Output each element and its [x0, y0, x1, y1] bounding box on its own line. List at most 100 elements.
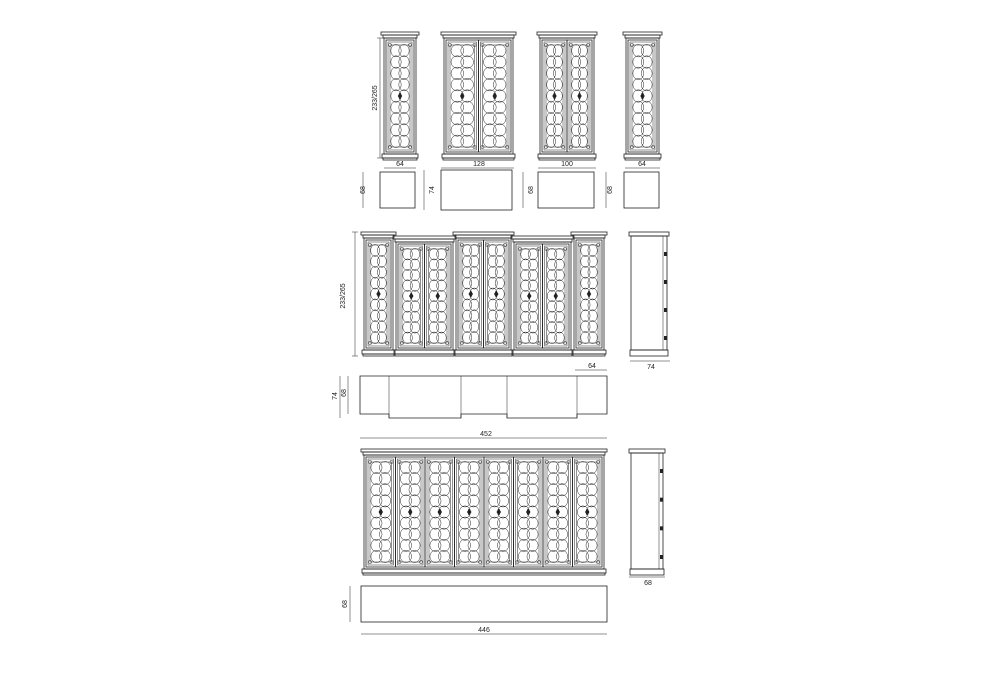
row2-plan-view: 74 68 452 — [332, 375, 608, 439]
lattice-oval — [571, 134, 581, 148]
lattice-oval — [409, 310, 421, 323]
lattice-oval — [370, 461, 383, 474]
plinth — [453, 349, 514, 355]
door-frame — [426, 458, 453, 566]
lattice-oval — [379, 461, 391, 474]
lattice-oval — [460, 112, 474, 126]
corner-rosette — [485, 341, 490, 345]
lattice-oval — [497, 494, 509, 508]
lattice-oval — [487, 255, 498, 268]
lattice-oval — [377, 298, 387, 312]
lattice-oval — [640, 78, 653, 92]
lattice-oval — [459, 461, 471, 474]
lattice-oval — [493, 134, 507, 148]
lattice-oval — [428, 258, 440, 271]
lattice-oval — [450, 134, 464, 148]
door-frame — [544, 245, 568, 347]
corner-rosette — [427, 460, 431, 464]
lattice-oval — [546, 134, 556, 148]
corner-rosette — [477, 341, 482, 345]
handle-ornament — [466, 508, 472, 516]
plinth — [537, 153, 597, 159]
lattice-oval — [640, 134, 653, 148]
lattice-oval — [390, 123, 402, 137]
door-glass — [428, 248, 448, 344]
door-frame — [456, 458, 483, 566]
side-body — [630, 452, 664, 570]
lattice-oval — [467, 516, 480, 530]
corner-rosette — [536, 341, 541, 345]
lattice-oval — [494, 298, 505, 312]
lattice-oval — [554, 269, 565, 282]
lattice-oval — [553, 66, 563, 80]
crown-top — [452, 231, 515, 236]
lattice-oval — [488, 461, 501, 474]
corner-rosette — [544, 43, 548, 47]
lattice-oval — [546, 78, 556, 92]
lattice-oval — [494, 255, 505, 268]
plinth — [361, 568, 607, 574]
corner-rosette — [507, 560, 512, 564]
row1-elevations — [380, 31, 663, 161]
handle-ornament — [552, 92, 557, 100]
lattice-oval — [580, 309, 591, 323]
lattice-oval — [577, 483, 589, 497]
door-frame — [568, 41, 591, 151]
lattice-oval — [518, 461, 530, 474]
lattice-oval — [467, 483, 480, 497]
lattice-oval — [390, 78, 402, 92]
handle-ornament — [526, 292, 532, 300]
lattice-oval — [580, 320, 591, 333]
handle-ornament — [586, 290, 592, 298]
lattice-oval — [556, 472, 568, 486]
unit1-plan — [379, 171, 416, 209]
door-panel — [478, 39, 512, 153]
handle-ornament — [468, 290, 474, 298]
lattice-oval — [580, 331, 591, 344]
lattice-oval — [527, 300, 539, 313]
crown-top — [510, 235, 575, 240]
lattice-oval — [587, 265, 598, 279]
corner-rosette — [456, 560, 461, 564]
row2-side-depth-dimension: 74 — [630, 360, 670, 371]
lattice-oval — [370, 276, 380, 290]
lattice-oval — [632, 55, 645, 69]
corner-rosette — [651, 43, 655, 47]
plinth-base — [442, 157, 515, 161]
lattice-oval — [370, 516, 383, 530]
corner-rosette — [505, 43, 509, 47]
crown-lower — [512, 238, 573, 243]
lattice-oval — [546, 55, 556, 69]
lattice-oval — [400, 538, 412, 552]
lattice-oval — [370, 550, 383, 563]
corner-rosette — [385, 341, 389, 345]
lattice-oval — [518, 538, 530, 552]
door-frame — [517, 245, 541, 347]
lattice-oval — [556, 538, 568, 552]
lattice-oval — [436, 321, 447, 334]
door-glass — [458, 461, 481, 563]
lattice-oval — [526, 472, 539, 486]
lattice-oval — [459, 494, 471, 508]
door-glass — [428, 461, 451, 563]
lattice-oval — [497, 472, 509, 486]
lattice-oval — [460, 100, 474, 114]
row2-height-label: 233/265 — [340, 283, 347, 308]
plinth-base — [382, 157, 418, 161]
unit1-width-label: 64 — [396, 161, 404, 168]
lattice-oval — [460, 123, 474, 137]
lattice-oval — [494, 265, 505, 279]
corner-rosette — [651, 145, 655, 149]
corner-rosette — [426, 341, 431, 345]
door-frame — [485, 241, 508, 347]
door-panel — [424, 243, 452, 349]
door-panel — [542, 243, 570, 349]
hinge — [664, 252, 667, 256]
lattice-oval — [402, 258, 413, 271]
lattice-oval — [370, 255, 380, 268]
handle-ornament — [553, 292, 559, 300]
plinth — [381, 153, 419, 159]
unit3-plan — [537, 171, 595, 209]
lattice-oval — [547, 538, 560, 552]
handle-ornament — [407, 508, 413, 516]
